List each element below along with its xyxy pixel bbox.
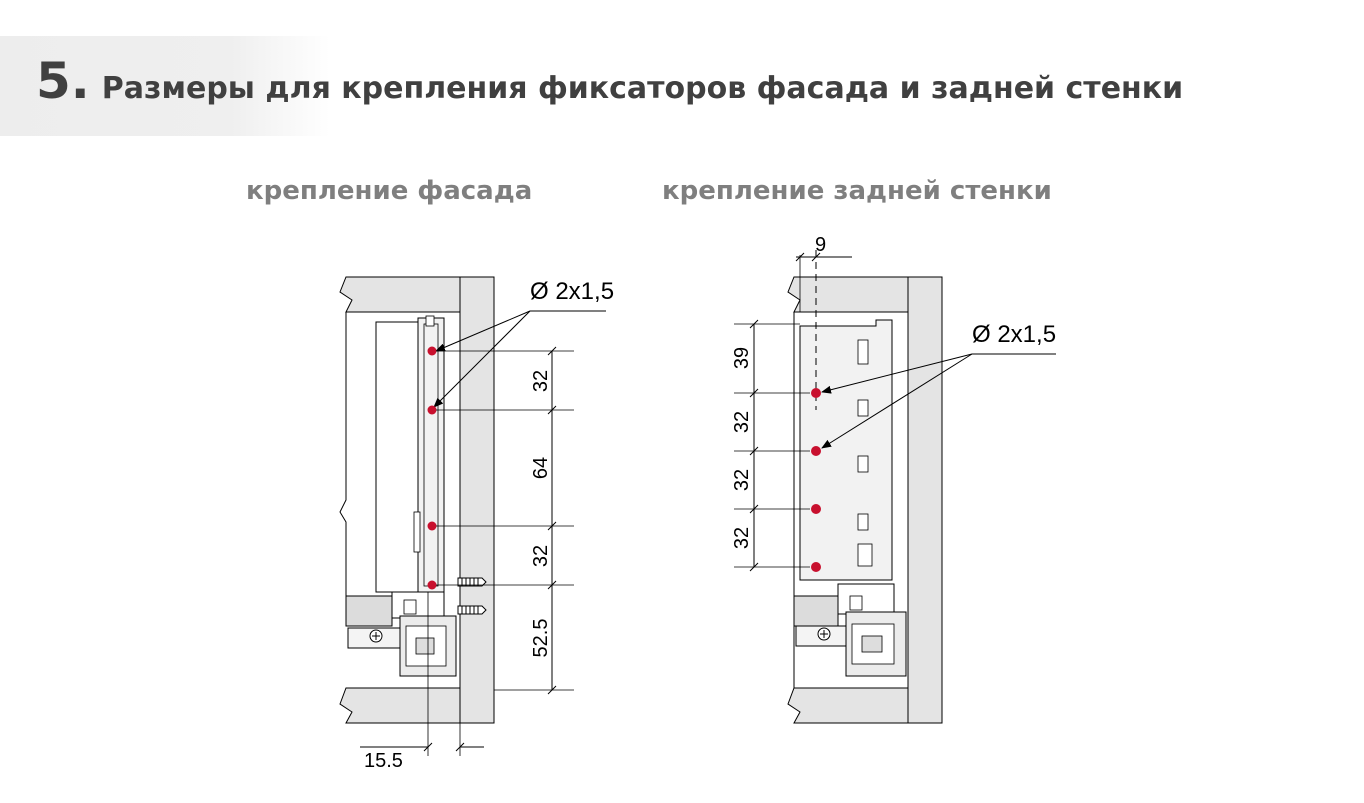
front-top-panel — [339, 276, 461, 313]
back-hole-1 — [811, 388, 821, 398]
front-dim-line — [547, 346, 557, 695]
front-hole-label: Ø 2x1,5 — [530, 278, 614, 305]
subtitle-back: крепление задней стенки — [662, 176, 1052, 206]
front-dim-4: 52.5 — [530, 619, 552, 658]
front-drawing: Ø 2x1,5 32 64 32 52.5 — [339, 276, 614, 772]
back-vertical-panel — [907, 276, 943, 724]
back-dim-4: 32 — [731, 527, 753, 549]
section-title: Размеры для крепления фиксаторов фасада … — [101, 71, 1184, 106]
front-drawer-side — [339, 312, 347, 596]
back-dim-2: 32 — [731, 411, 753, 433]
front-vertical-panel — [459, 276, 495, 724]
back-runner — [793, 595, 839, 627]
front-hole-3 — [427, 521, 437, 531]
subtitle-front: крепление фасада — [246, 176, 533, 206]
front-dim-2: 64 — [530, 457, 552, 479]
back-top-dim: 9 — [815, 234, 826, 256]
front-drawer-body — [375, 321, 419, 593]
front-hole-1 — [427, 346, 437, 356]
back-top-panel — [787, 276, 909, 313]
back-dim-line — [749, 319, 759, 572]
page-title: 5. Размеры для крепления фиксаторов фаса… — [36, 52, 1183, 122]
section-number: 5. — [36, 52, 90, 110]
back-hole-3 — [811, 504, 821, 514]
front-hole-2 — [427, 405, 437, 415]
back-bottom-panel — [787, 687, 909, 724]
back-hole-label: Ø 2x1,5 — [972, 321, 1056, 348]
front-bottom-panel — [339, 687, 461, 724]
front-hole-4 — [427, 580, 437, 590]
back-drawing: 9 Ø 2x1,5 39 32 32 32 — [731, 234, 1056, 724]
front-runner — [345, 595, 393, 627]
back-dim-3: 32 — [731, 469, 753, 491]
front-bottom-dim: 15.5 — [364, 750, 403, 772]
front-dim-3: 32 — [530, 545, 552, 567]
back-hole-4 — [811, 562, 821, 572]
back-dim-1: 39 — [731, 347, 753, 369]
front-dim-1: 32 — [530, 370, 552, 392]
header-band — [0, 36, 330, 136]
back-hole-2 — [811, 446, 821, 456]
back-bracket — [799, 319, 893, 581]
front-bracket — [417, 317, 445, 594]
